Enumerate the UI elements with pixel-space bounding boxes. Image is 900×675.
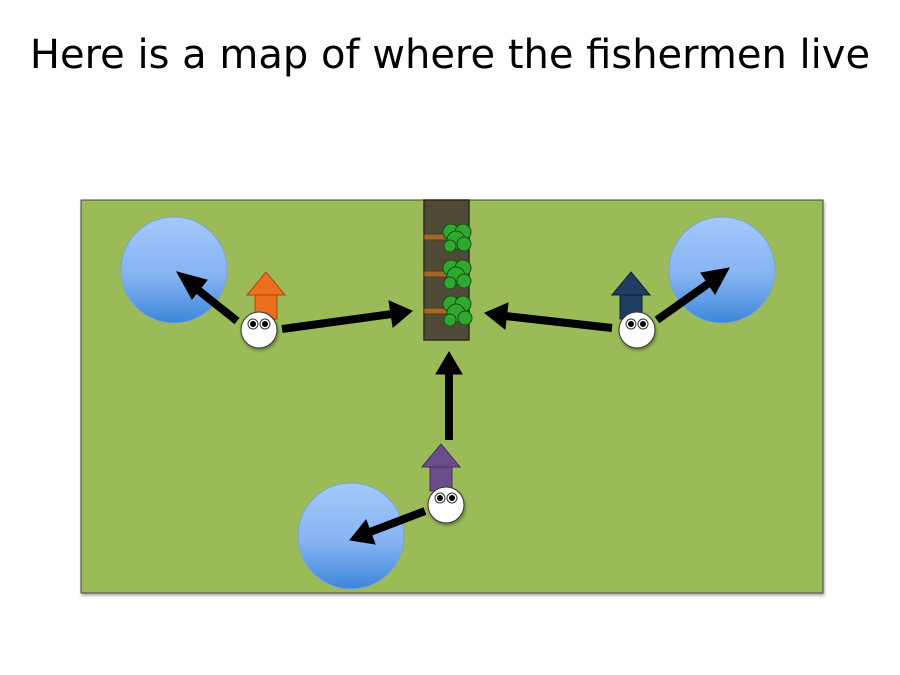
tree-icon bbox=[442, 259, 472, 290]
fisherman-face-icon bbox=[618, 311, 656, 349]
fisherman-face-icon bbox=[240, 311, 278, 349]
house-navy-icon bbox=[610, 271, 652, 320]
slide-title: Here is a map of where the fishermen liv… bbox=[29, 32, 871, 78]
lake-bottom bbox=[297, 482, 405, 590]
house-purple-icon bbox=[420, 443, 462, 492]
lake-top-left bbox=[120, 216, 228, 324]
tree-icon bbox=[442, 295, 473, 327]
arrow-icon bbox=[175, 267, 730, 545]
tree-icon bbox=[442, 223, 472, 253]
fisherman-face-icon bbox=[427, 486, 465, 524]
